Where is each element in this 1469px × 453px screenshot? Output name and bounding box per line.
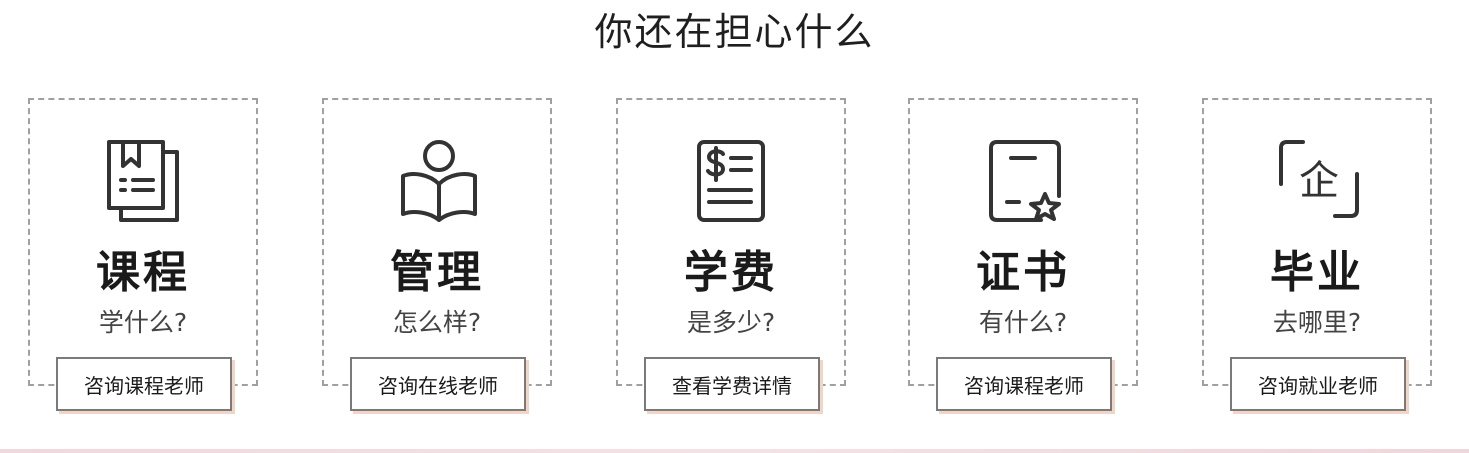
enterprise-icon: 企: [1279, 140, 1359, 226]
book-icon: [105, 140, 185, 226]
invoice-icon: [693, 140, 773, 226]
consult-course-teacher-button-2[interactable]: 咨询课程老师: [936, 357, 1112, 411]
card-heading: 毕业: [1270, 247, 1364, 298]
consult-course-teacher-button[interactable]: 咨询课程老师: [56, 357, 232, 411]
certificate-icon: [985, 140, 1065, 226]
card-heading: 管理: [390, 247, 484, 298]
card-subtitle: 学什么?: [98, 308, 188, 337]
card-heading: 学费: [684, 247, 778, 298]
card-subtitle: 有什么?: [978, 308, 1068, 337]
bottom-divider: [0, 449, 1469, 453]
card-tuition: 学费 是多少? 查看学费详情: [616, 98, 846, 411]
card-subtitle: 去哪里?: [1272, 308, 1362, 337]
card-subtitle: 是多少?: [686, 308, 776, 337]
consult-online-teacher-button[interactable]: 咨询在线老师: [350, 357, 526, 411]
card-heading: 证书: [976, 247, 1070, 298]
card-graduation: 企 毕业 去哪里? 咨询就业老师: [1202, 98, 1432, 411]
view-tuition-details-button[interactable]: 查看学费详情: [644, 357, 820, 411]
page-title: 你还在担心什么: [594, 10, 875, 54]
consult-employment-teacher-button[interactable]: 咨询就业老师: [1230, 357, 1406, 411]
card-management: 管理 怎么样? 咨询在线老师: [322, 98, 552, 411]
card-heading: 课程: [96, 247, 190, 298]
reader-icon: [399, 140, 479, 226]
card-subtitle: 怎么样?: [392, 308, 482, 337]
card-certificate: 证书 有什么? 咨询课程老师: [908, 98, 1138, 411]
enterprise-glyph: 企: [1299, 158, 1339, 204]
card-course: 课程 学什么? 咨询课程老师: [28, 98, 258, 411]
